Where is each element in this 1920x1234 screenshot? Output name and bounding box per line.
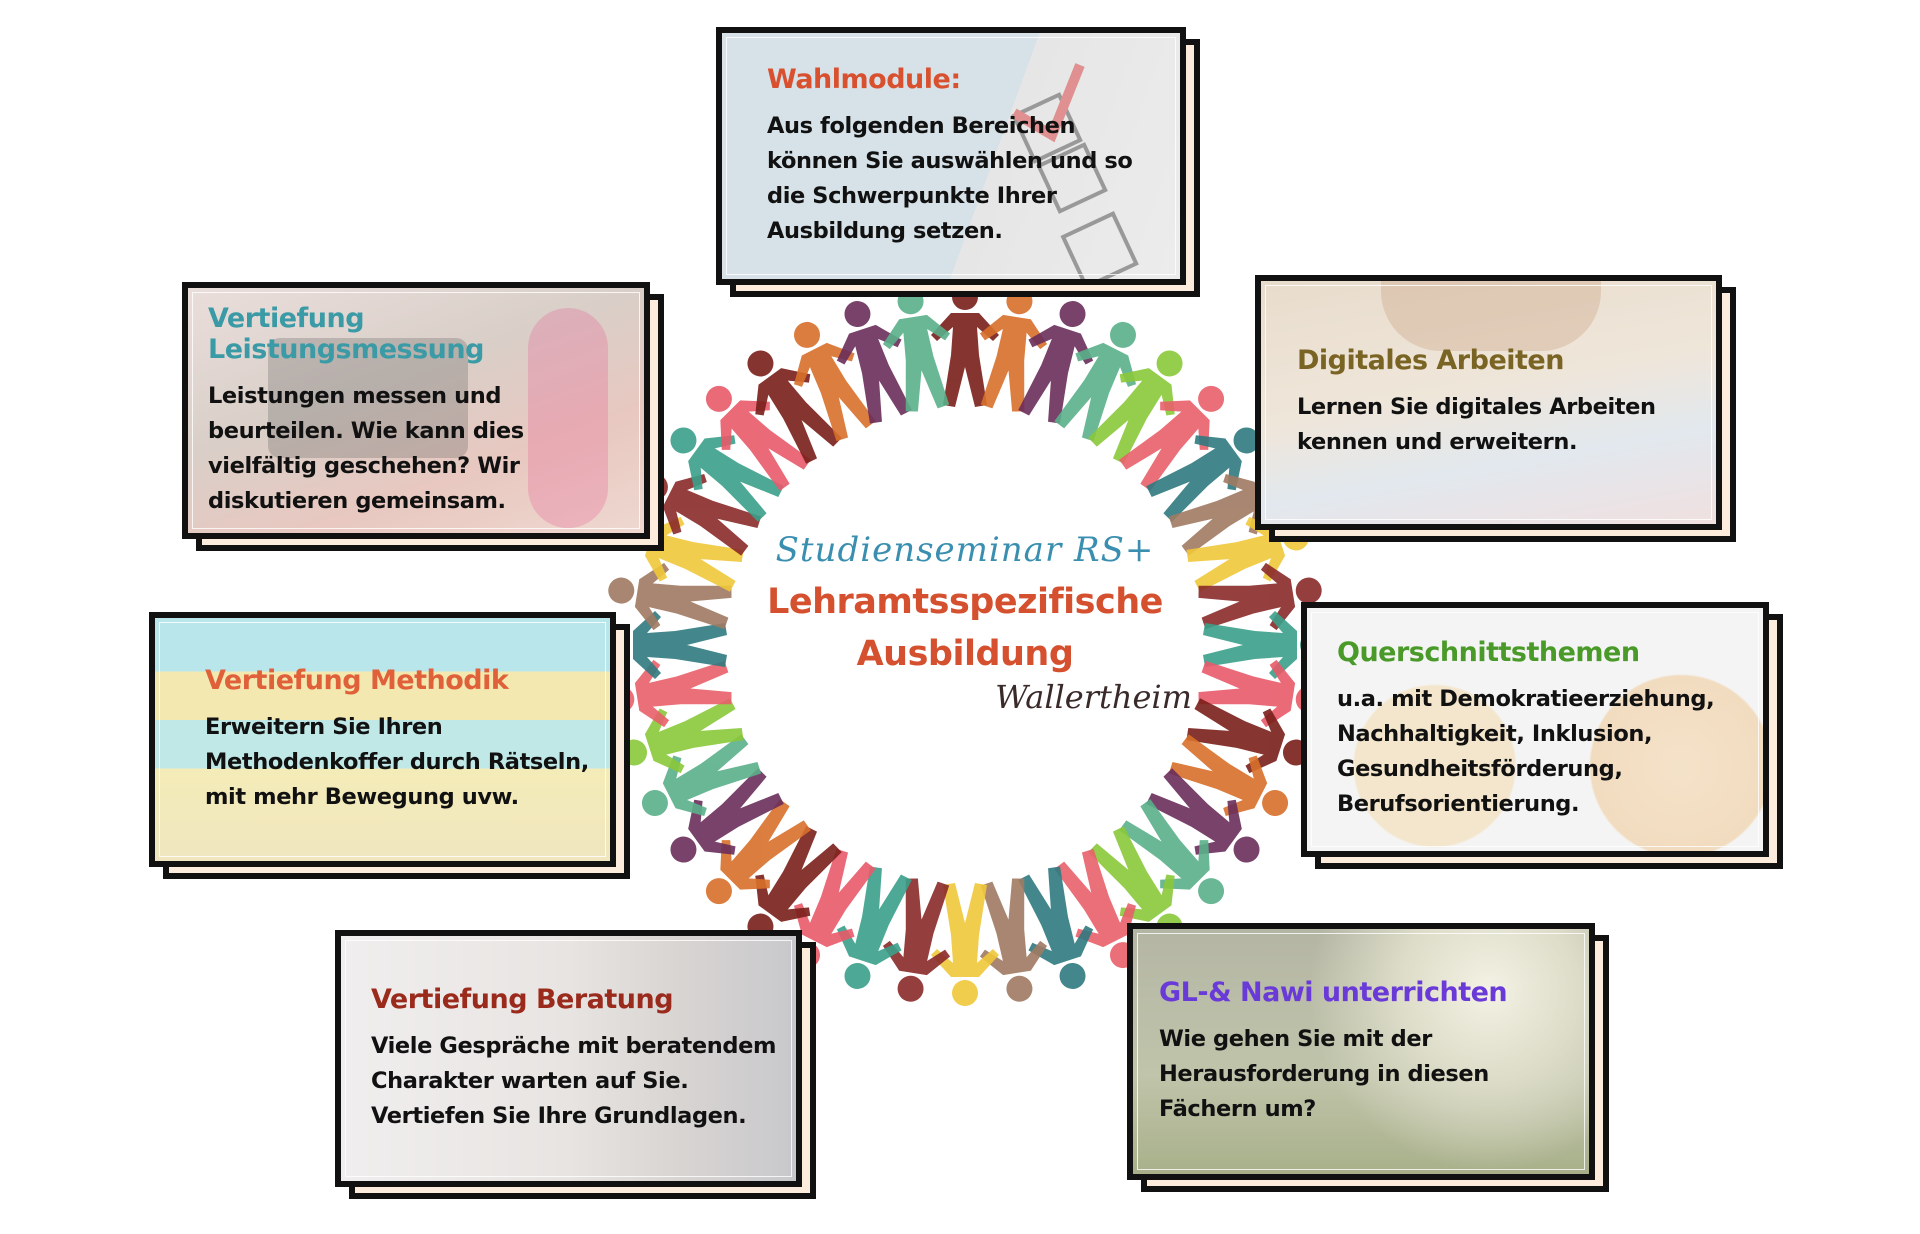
card-title: Digitales Arbeiten [1297, 345, 1564, 376]
main-title-line1: Lehramtsspezifische [767, 582, 1163, 622]
card-title: Vertiefung Methodik [205, 664, 509, 696]
card-gl-nawi[interactable]: GL-& Nawi unterrichten Wie gehen Sie mit… [1127, 923, 1609, 1192]
person-figure [836, 866, 912, 989]
person-figure [1054, 321, 1137, 442]
person-figure [793, 321, 876, 442]
card-face: Vertiefung Methodik Erweitern Sie Ihren … [149, 612, 616, 867]
person-figure [705, 385, 811, 491]
card-face: Querschnittsthemen u.a. mit Demokratieer… [1301, 602, 1769, 857]
person-figure [747, 350, 842, 464]
person-figure [1146, 768, 1260, 863]
person-figure [1018, 301, 1094, 424]
card-querschnittsthemen[interactable]: Querschnittsthemen u.a. mit Demokratieer… [1301, 602, 1783, 869]
person-figure [836, 301, 912, 424]
card-text: Leistungen messen und beurteilen. Wie ka… [208, 382, 524, 514]
card-face: Digitales Arbeiten Lernen Sie digitales … [1255, 275, 1722, 530]
card-text: Erweitern Sie Ihren Methodenkoffer durch… [205, 713, 589, 810]
card-text: Aus folgenden Bereichen können Sie auswä… [767, 112, 1133, 244]
person-figure [1146, 427, 1260, 522]
card-title: Vertiefung Leistungsmessung [208, 302, 484, 365]
person-figure [670, 427, 784, 522]
person-figure [882, 878, 951, 1002]
card-text: Lernen Sie digitales Arbeiten kennen und… [1297, 394, 1656, 455]
person-figure [608, 562, 732, 631]
person-figure [1119, 799, 1225, 905]
main-title-line2: Ausbildung [856, 634, 1074, 674]
card-text: Viele Gespräche mit beratendem Charakter… [371, 1032, 776, 1129]
person-figure [979, 878, 1048, 1002]
card-face: Vertiefung Beratung Viele Gespräche mit … [335, 930, 802, 1187]
person-figure [1018, 866, 1094, 989]
card-leistungsmessung[interactable]: Vertiefung Leistungsmessung Leistungen m… [182, 282, 664, 551]
people-ring-illustration [600, 280, 1330, 1010]
card-title: Wahlmodule: [767, 63, 961, 95]
card-methodik[interactable]: Vertiefung Methodik Erweitern Sie Ihren … [149, 612, 630, 879]
card-face: Vertiefung Leistungsmessung Leistungen m… [182, 282, 650, 539]
person-figure [1198, 562, 1322, 631]
person-figure [1088, 350, 1183, 464]
person-figure [931, 883, 999, 1006]
seminar-name: Studienseminar RS+ [775, 530, 1155, 570]
center-title-block: Studienseminar RS+ Lehramtsspezifische A… [700, 530, 1230, 716]
card-title: Vertiefung Beratung [371, 983, 674, 1015]
person-figure [1168, 734, 1289, 817]
location-name: Wallertheim [995, 678, 1192, 716]
card-wahlmodule[interactable]: Wahlmodule: Aus folgenden Bereichen könn… [716, 27, 1200, 297]
person-figure [705, 799, 811, 905]
card-face: Wahlmodule: Aus folgenden Bereichen könn… [716, 27, 1186, 285]
card-text: u.a. mit Demokratieerziehung, Nachhaltig… [1337, 686, 1715, 817]
person-figure [641, 734, 762, 817]
card-beratung[interactable]: Vertiefung Beratung Viele Gespräche mit … [335, 930, 816, 1199]
card-title: GL-& Nawi unterrichten [1159, 976, 1508, 1008]
card-text: Wie gehen Sie mit der Herausforderung in… [1159, 1025, 1489, 1122]
card-title: Querschnittsthemen [1337, 637, 1640, 668]
person-figure [670, 768, 784, 863]
card-digitales-arbeiten[interactable]: Digitales Arbeiten Lernen Sie digitales … [1255, 275, 1736, 542]
person-figure [1119, 385, 1225, 491]
card-face: GL-& Nawi unterrichten Wie gehen Sie mit… [1127, 923, 1595, 1180]
